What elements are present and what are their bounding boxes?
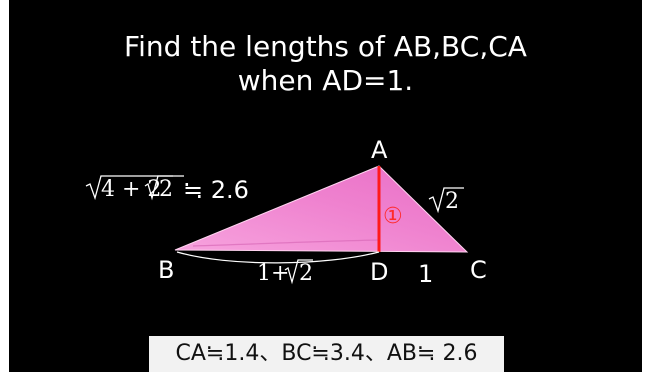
- ca-radicand: 2: [445, 189, 459, 214]
- vertex-d-label: D: [370, 258, 389, 286]
- vertex-c-label: C: [470, 256, 487, 284]
- problem-title-line-1: Find the lengths of AB,BC,CA: [124, 30, 527, 63]
- bd-length-arc: [176, 251, 380, 264]
- paper-fold-crease: [192, 239, 380, 247]
- triangle-diagram: [85, 165, 469, 285]
- bd-prefix: 1+: [257, 261, 290, 286]
- problem-title-line-2: when AD=1.: [237, 64, 414, 97]
- ad-length-label: ①: [383, 204, 403, 229]
- ab-radical-sign: [85, 175, 184, 201]
- vertex-a-label: A: [371, 136, 388, 164]
- dc-length-label: 1: [418, 260, 434, 288]
- triangle-abc: [174, 165, 469, 253]
- slide-canvas: Find the lengths of AB,BC,CA when AD=1.: [9, 0, 642, 372]
- bd-radical-sign: [284, 259, 313, 285]
- ca-radical-sign: [428, 187, 464, 214]
- ab-radicand: 4 + 2: [101, 177, 162, 202]
- ab-inner-radicand: 2: [159, 177, 173, 202]
- answer-box: CA≒1.4、BC≒3.4、AB≒ 2.6: [149, 336, 504, 372]
- bd-radicand: 2: [299, 261, 313, 286]
- vertex-b-label: B: [158, 256, 175, 284]
- ab-approx: ≒ 2.6: [183, 176, 249, 204]
- problem-title: Find the lengths of AB,BC,CA when AD=1.: [9, 30, 642, 98]
